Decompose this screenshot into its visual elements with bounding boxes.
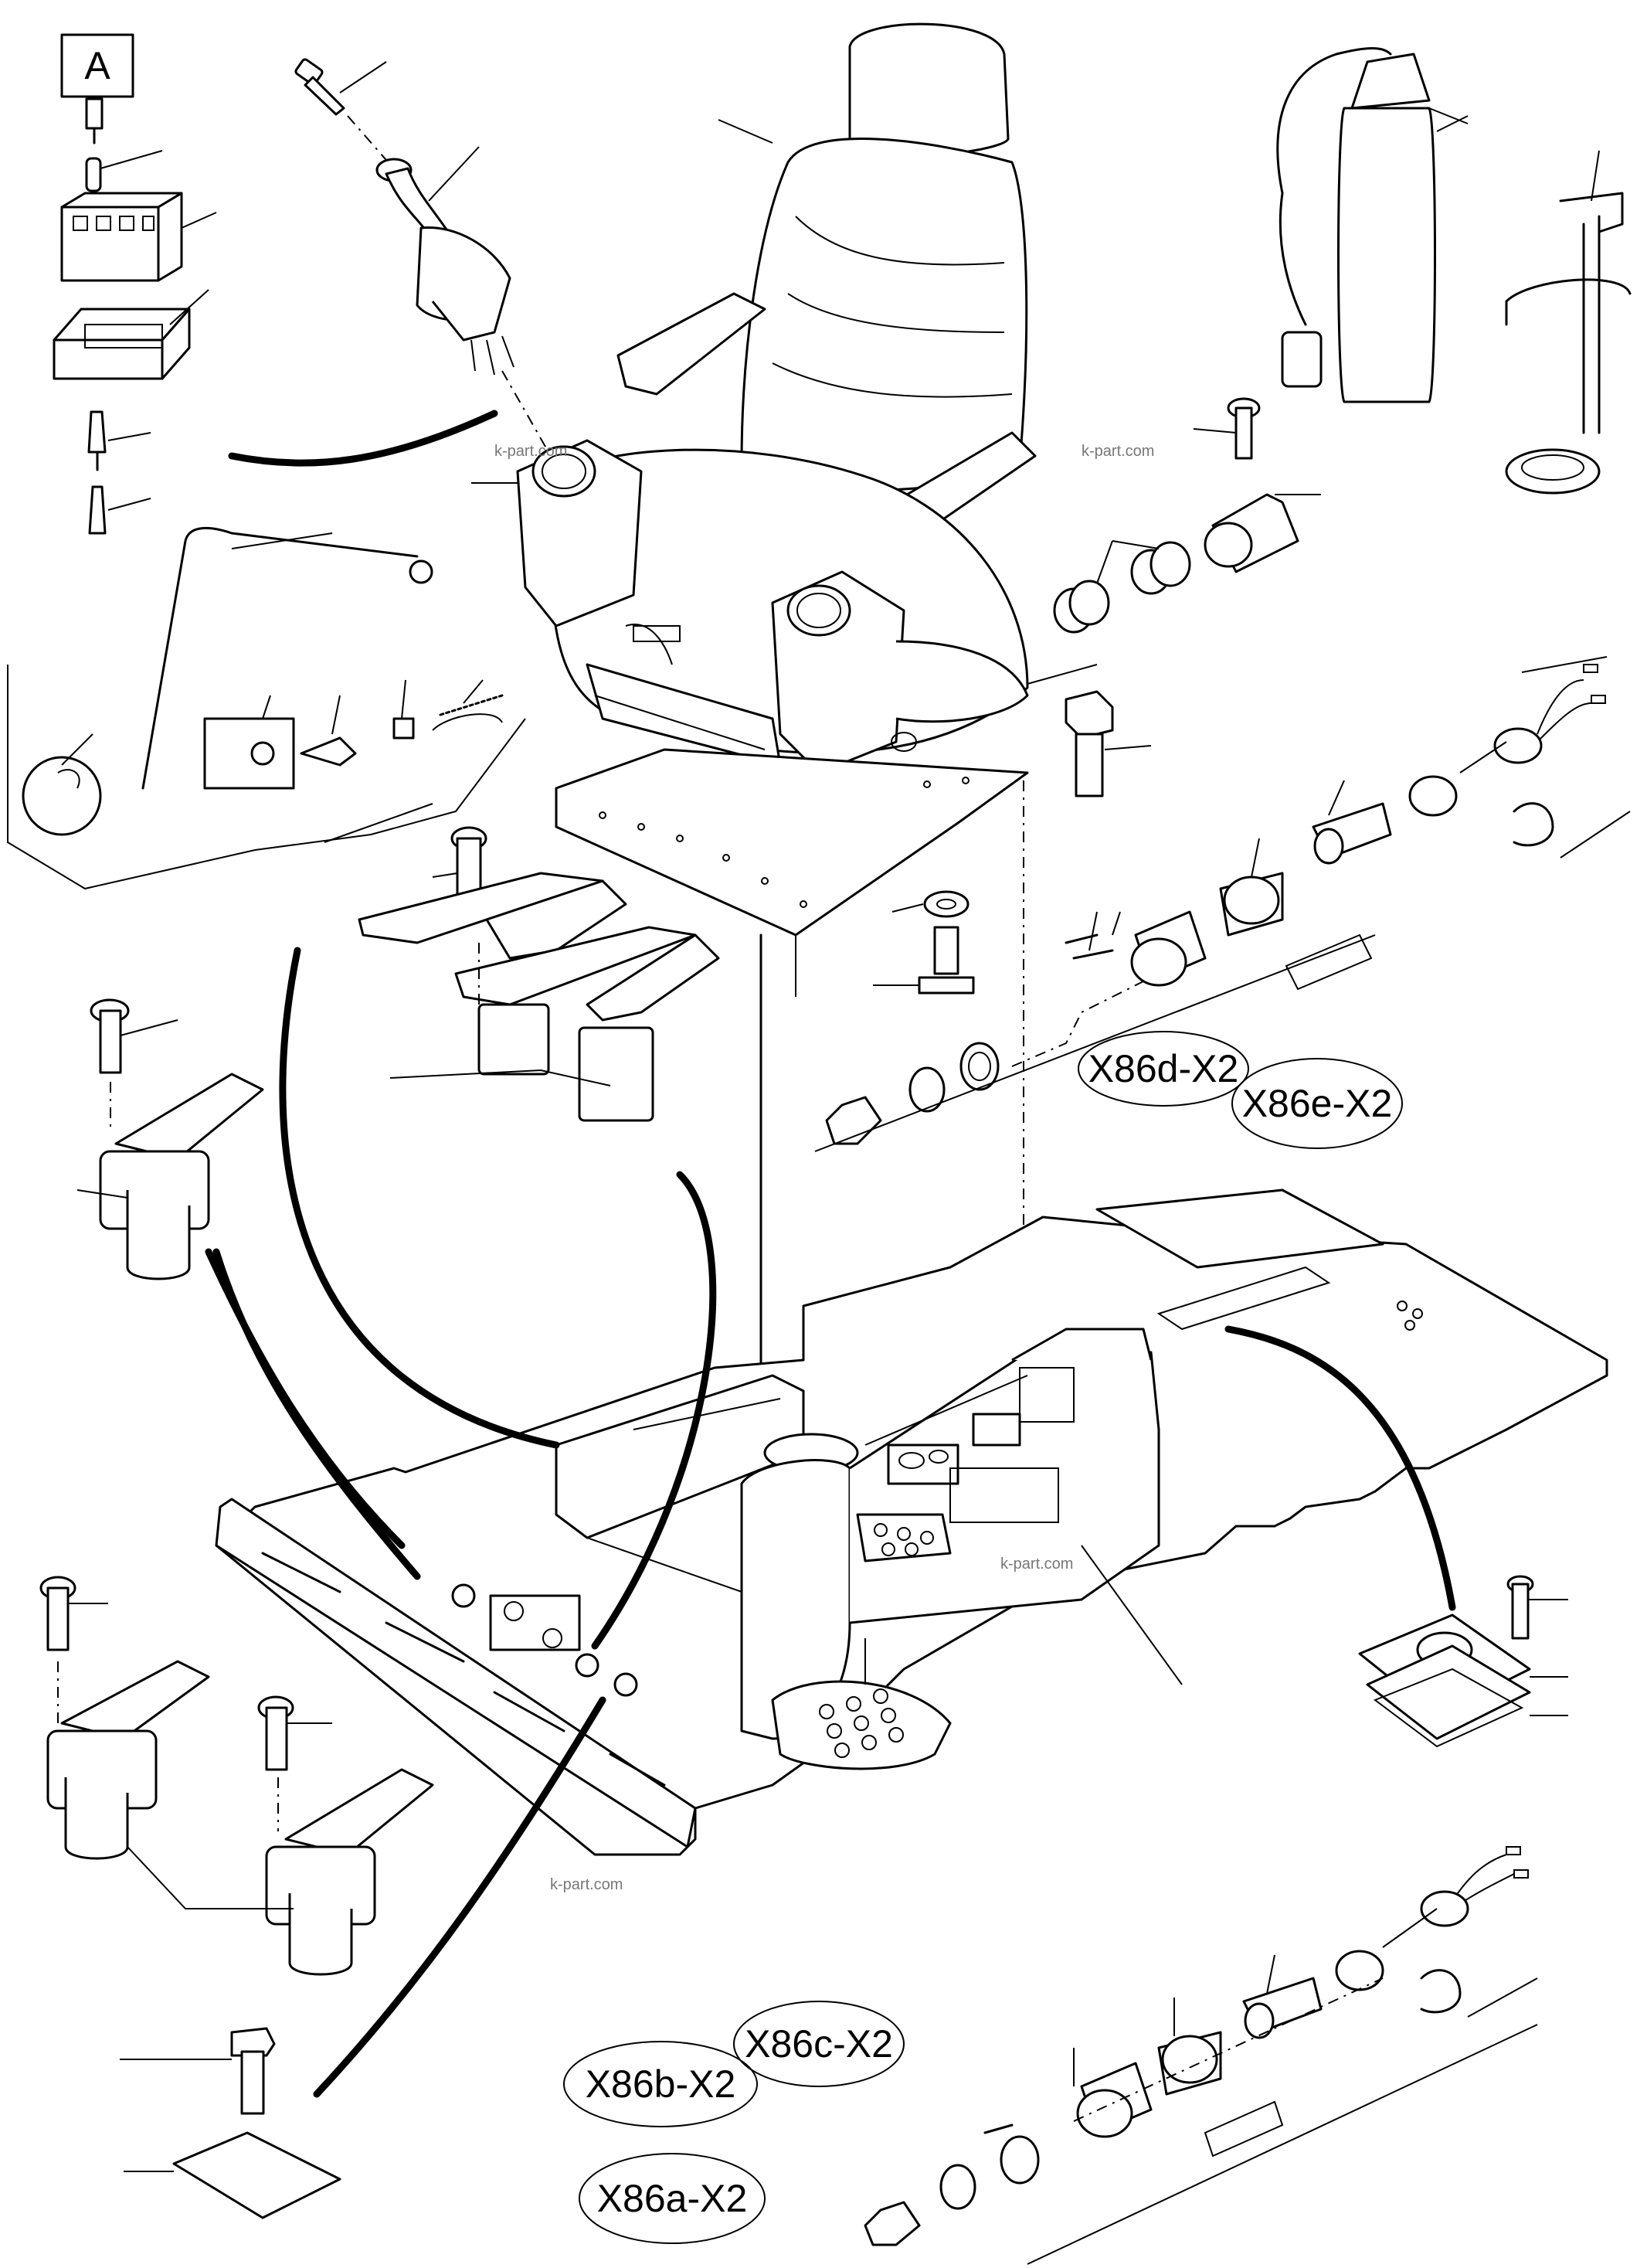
detail-a-pin-mid: [87, 410, 107, 471]
detail-a-socket-tray: [53, 308, 191, 380]
watermark-1: k-part.com: [494, 443, 567, 460]
seat-base-plate: [555, 748, 1029, 937]
single-pedal-lower-right: [127, 1695, 434, 1976]
label-ellipse-x86c: [733, 2001, 905, 2087]
watermark-4: k-part.com: [550, 1876, 623, 1893]
connector-assembly-lower: [864, 1846, 1538, 2265]
connector-label-x86b: X86b-X2: [586, 2062, 736, 2106]
connector-pin-mid: [1072, 911, 1114, 960]
seat-console-left: [516, 439, 643, 627]
lever-linkage: [7, 526, 526, 890]
detail-a-pin-bottom: [88, 485, 107, 535]
detail-a-connector-housing: [60, 192, 183, 282]
assembly-arrows: [205, 410, 1456, 2098]
side-rail: [215, 1498, 697, 1848]
fitting-assembly: [1053, 397, 1321, 634]
watermark-2: k-part.com: [1082, 443, 1154, 460]
seat-group: [471, 22, 1098, 1426]
detail-a-group: A: [53, 33, 217, 535]
double-pedal: [358, 826, 720, 1122]
connector-label-x86d: X86d-X2: [1088, 1047, 1239, 1090]
joystick-screw: [294, 58, 345, 116]
joystick-group: [294, 58, 565, 480]
washer-bolt-mid: [873, 890, 975, 995]
right-console: [740, 1328, 1183, 1770]
console-button-grid: [819, 1688, 904, 1758]
label-ellipse-x86a: [579, 2153, 766, 2244]
right-seal-plate: [1358, 1575, 1568, 1748]
seat-armrest-left: [616, 292, 766, 396]
connector-assembly-upper: [814, 656, 1631, 1152]
label-ellipse-x86d: [1078, 1031, 1249, 1107]
detail-a-marker: A: [84, 44, 110, 87]
seat-backrest: [740, 22, 1028, 491]
detail-a-clip: [85, 157, 102, 192]
single-pedal-upper: [76, 998, 264, 1280]
cover-plate-bottom: [120, 2027, 341, 2219]
watermark-3: k-part.com: [1000, 1556, 1073, 1573]
connector-label-x86a: X86a-X2: [597, 2177, 748, 2220]
connector-label-x86e: X86e-X2: [1242, 1082, 1393, 1125]
detail-a-marker-box: [60, 33, 134, 98]
single-pedal-lower-left: [39, 1576, 210, 1860]
fitting-springs: [1053, 540, 1191, 634]
connector-label-x86c: X86c-X2: [745, 2022, 893, 2066]
label-ellipse-x86b: [563, 2041, 758, 2127]
hex-bolt-top: [1065, 690, 1152, 797]
detail-a-pin-top: [85, 97, 104, 145]
fitting-screw: [1227, 397, 1261, 460]
seat-console-right: [771, 570, 1029, 774]
fitting-sleeve: [1204, 493, 1321, 573]
label-ellipse-x86e: [1231, 1058, 1403, 1149]
extinguisher-bracket: [1505, 150, 1632, 495]
joystick-lever: [375, 158, 514, 376]
fire-extinguisher-group: [1276, 47, 1469, 403]
